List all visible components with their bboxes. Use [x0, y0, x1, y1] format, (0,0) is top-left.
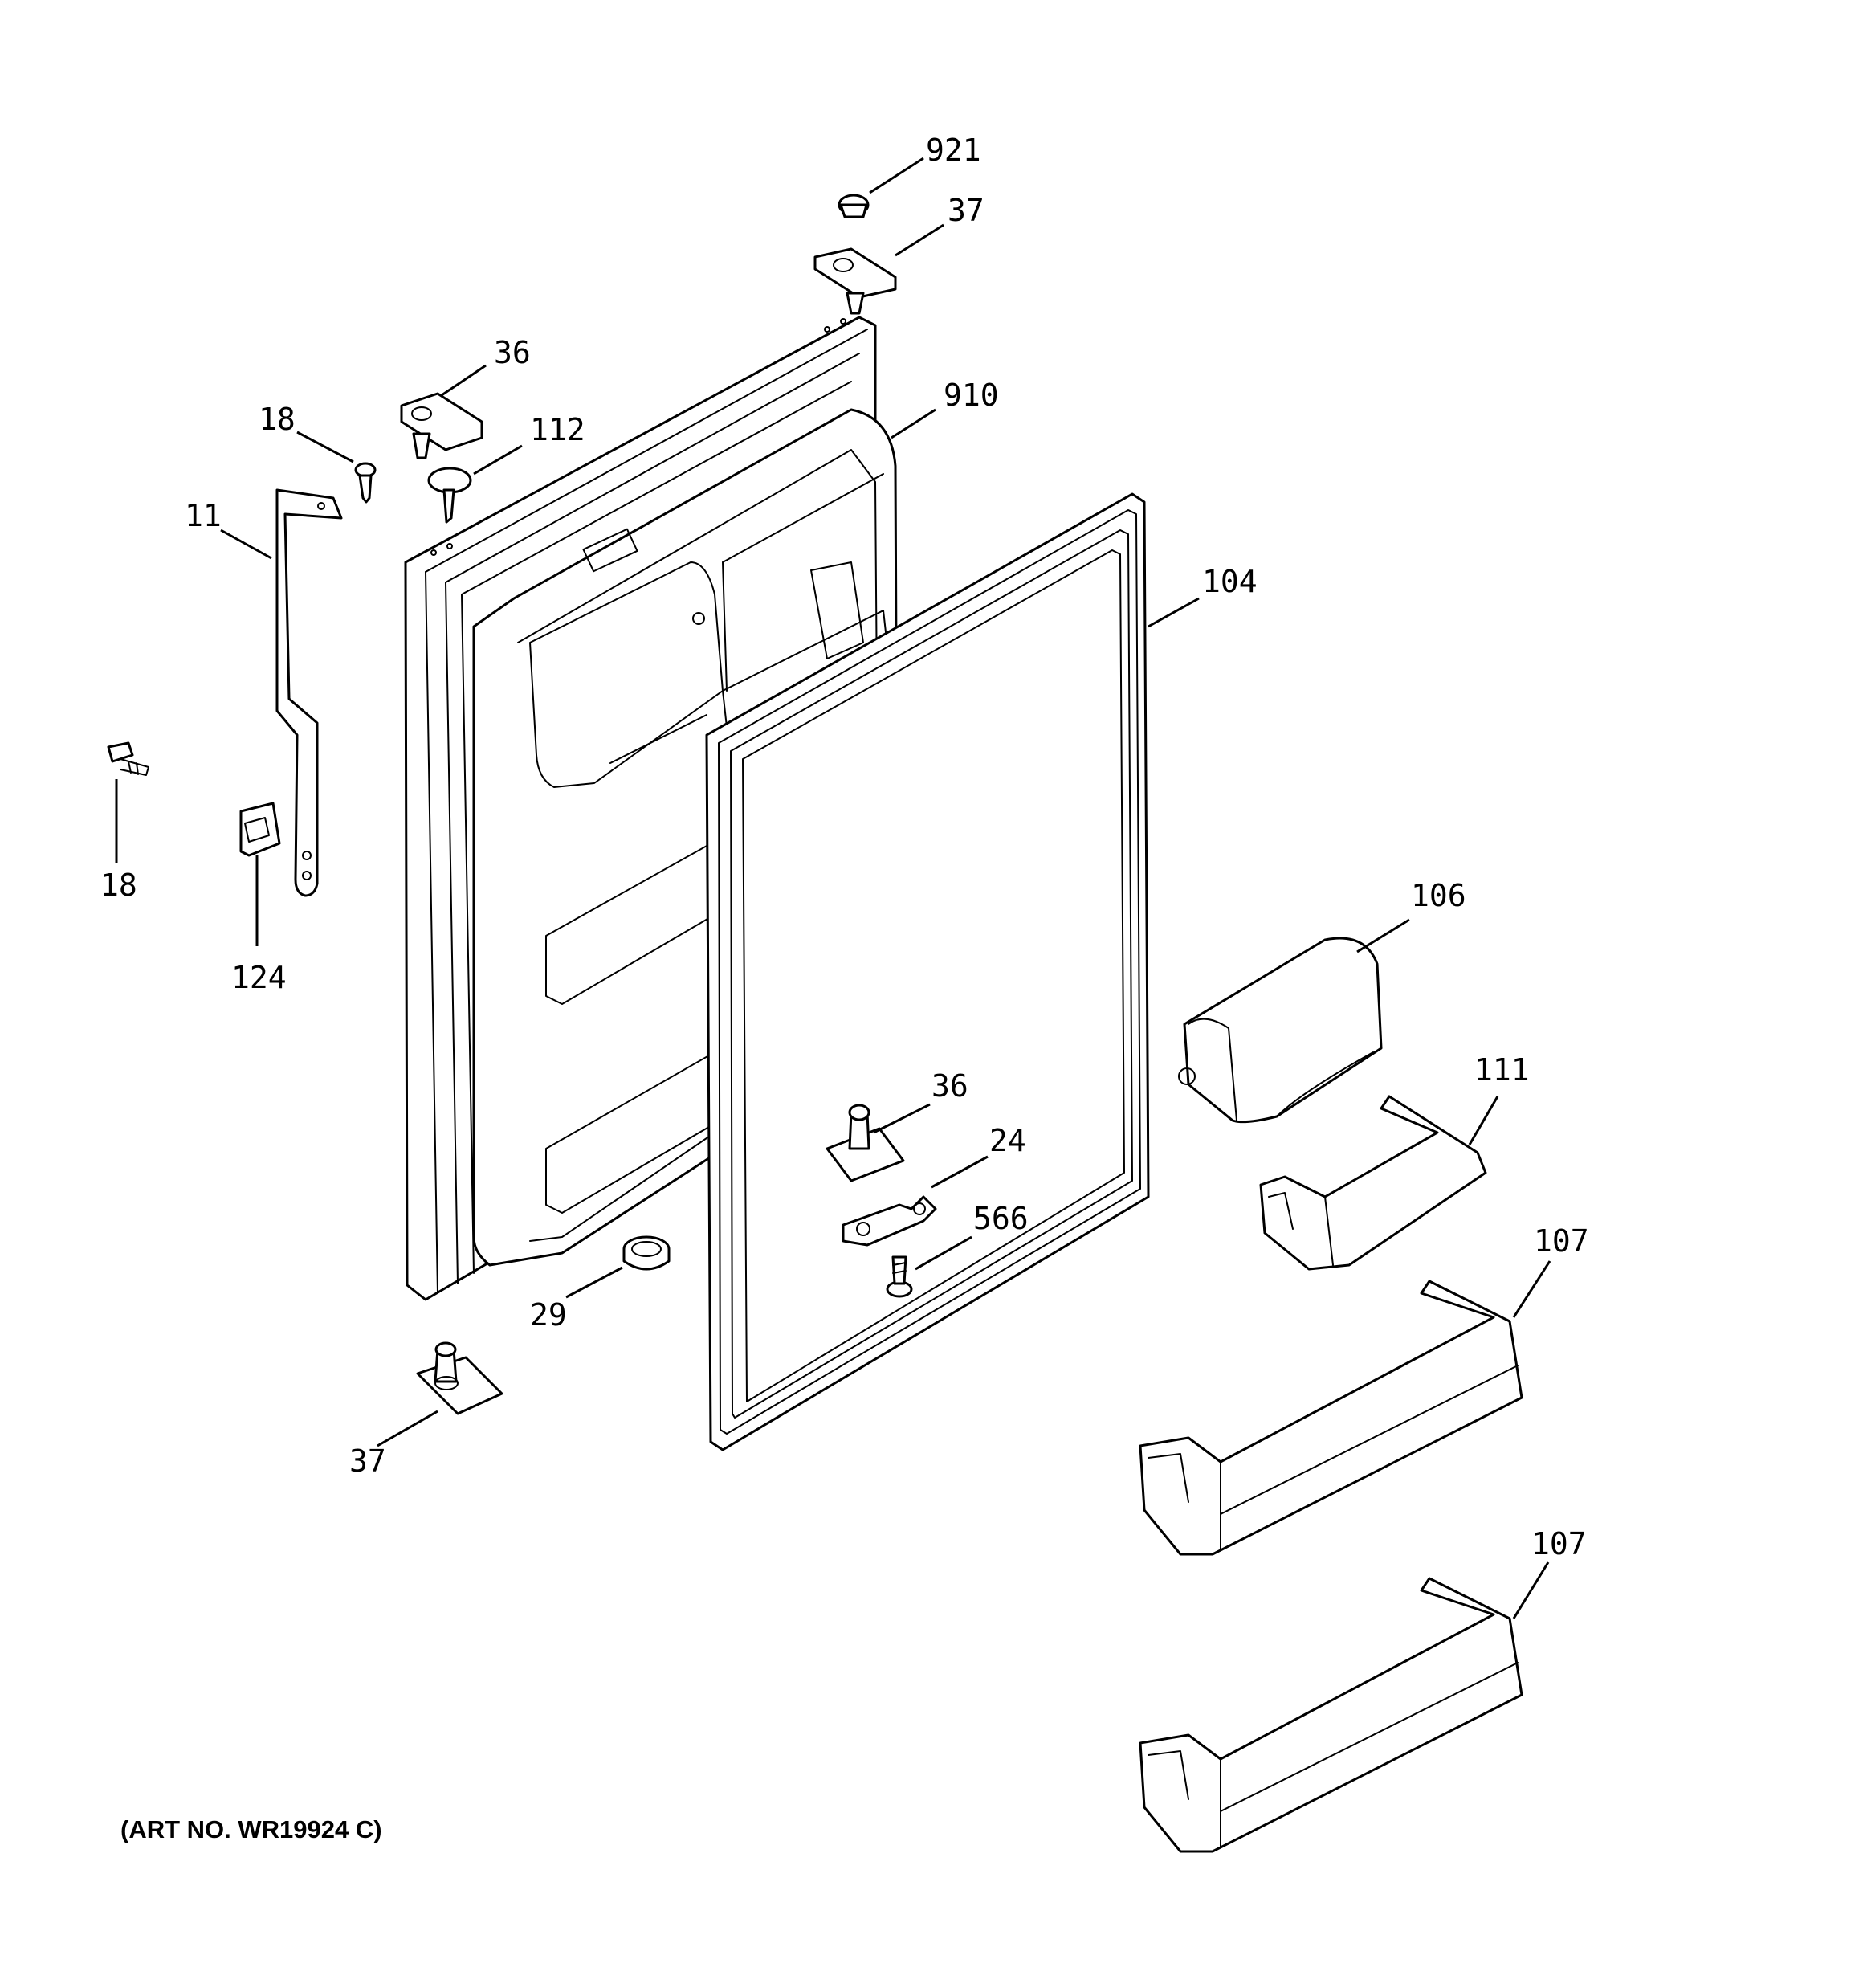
hinge-bracket-24 — [842, 1195, 937, 1247]
art-number: (ART NO. WR19924 C) — [120, 1815, 382, 1843]
screw-566 — [886, 1255, 913, 1298]
callout-18-left: 18 — [100, 867, 137, 903]
screw-18-left — [107, 741, 149, 776]
hinge-pin-36-mid — [826, 1104, 905, 1182]
callout-107-lower: 107 — [1531, 1526, 1587, 1561]
callout-910: 910 — [944, 378, 999, 413]
dairy-compartment-106 — [1178, 937, 1383, 1124]
hinge-cap-36-top — [400, 392, 483, 459]
callout-36-mid: 36 — [932, 1068, 968, 1104]
bracket-124 — [239, 802, 281, 857]
callout-36-top: 36 — [494, 335, 531, 370]
callout-18-top: 18 — [259, 402, 296, 437]
callout-112: 112 — [530, 412, 585, 447]
callout-106: 106 — [1411, 878, 1466, 913]
callout-566: 566 — [973, 1201, 1029, 1236]
plug-921 — [838, 194, 870, 218]
callout-111: 111 — [1474, 1052, 1530, 1088]
door-bin-107-upper — [1139, 1280, 1523, 1556]
callout-107-upper: 107 — [1534, 1223, 1589, 1259]
door-bin-111 — [1259, 1095, 1487, 1271]
callout-104: 104 — [1202, 564, 1258, 599]
hinge-cap-37-top — [813, 247, 897, 315]
callout-labels: 921 37 36 910 18 112 11 104 18 124 106 1… — [100, 133, 1589, 1561]
callout-37-bottom: 37 — [349, 1443, 386, 1479]
callout-124: 124 — [231, 960, 287, 995]
washer-112 — [427, 467, 472, 524]
callout-921: 921 — [926, 133, 981, 168]
callout-11: 11 — [185, 498, 222, 533]
screw-18-top — [354, 462, 377, 504]
door-gasket — [705, 492, 1150, 1451]
callout-24: 24 — [989, 1123, 1026, 1158]
callout-37-top: 37 — [948, 193, 984, 228]
hinge-pin-37-bottom — [416, 1341, 503, 1415]
door-bin-107-lower — [1139, 1577, 1523, 1853]
hinge-bar — [275, 488, 343, 897]
callout-29: 29 — [530, 1297, 567, 1333]
leader-lines — [115, 157, 1551, 1619]
grommet-29 — [622, 1235, 671, 1271]
